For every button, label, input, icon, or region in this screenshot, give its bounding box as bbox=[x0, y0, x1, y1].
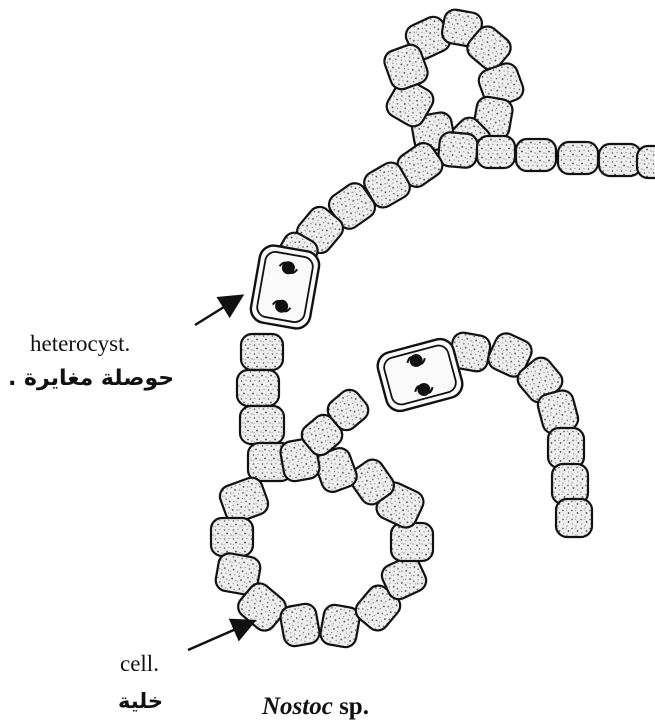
caption-species: sp. bbox=[339, 693, 369, 720]
lower-loop-cell-13 bbox=[391, 523, 433, 561]
heterocyst-1 bbox=[249, 243, 322, 330]
heterocyst-2-wall-outer bbox=[375, 336, 466, 414]
lower-loop-cell-2 bbox=[237, 370, 279, 406]
right-hook-cell-5 bbox=[548, 428, 584, 468]
heterocyst-label-arabic: حوصلة مغايرة . bbox=[8, 366, 174, 391]
heterocysts bbox=[249, 243, 466, 414]
cell-pointer-arrow bbox=[188, 622, 252, 650]
heterocyst-label: heterocyst. bbox=[30, 331, 130, 357]
heterocyst-2 bbox=[375, 336, 466, 414]
caption-genus: Nostoc bbox=[262, 693, 333, 720]
filament-cells bbox=[211, 8, 655, 649]
lower-loop-cell-1 bbox=[241, 334, 283, 370]
top-loop-cell-15 bbox=[637, 146, 655, 178]
figure-caption: Nostoc sp. bbox=[262, 693, 369, 721]
cell-label: cell. bbox=[120, 651, 159, 677]
lower-loop-cell-3 bbox=[240, 406, 284, 444]
top-loop-cell-12 bbox=[516, 139, 556, 171]
lower-loop-cell-9 bbox=[279, 602, 321, 648]
cell-label-arabic: خلية bbox=[118, 689, 163, 713]
top-loop-cell-14 bbox=[599, 144, 641, 176]
heterocyst-1-wall-outer bbox=[249, 243, 322, 330]
top-loop-cell-11 bbox=[477, 136, 515, 168]
top-loop-cell-10 bbox=[438, 131, 479, 168]
top-loop-cell-13 bbox=[558, 142, 598, 174]
lower-loop-cell-6 bbox=[211, 518, 253, 556]
right-hook-cell-7 bbox=[556, 499, 592, 537]
heterocyst-pointer-arrow bbox=[195, 297, 240, 325]
